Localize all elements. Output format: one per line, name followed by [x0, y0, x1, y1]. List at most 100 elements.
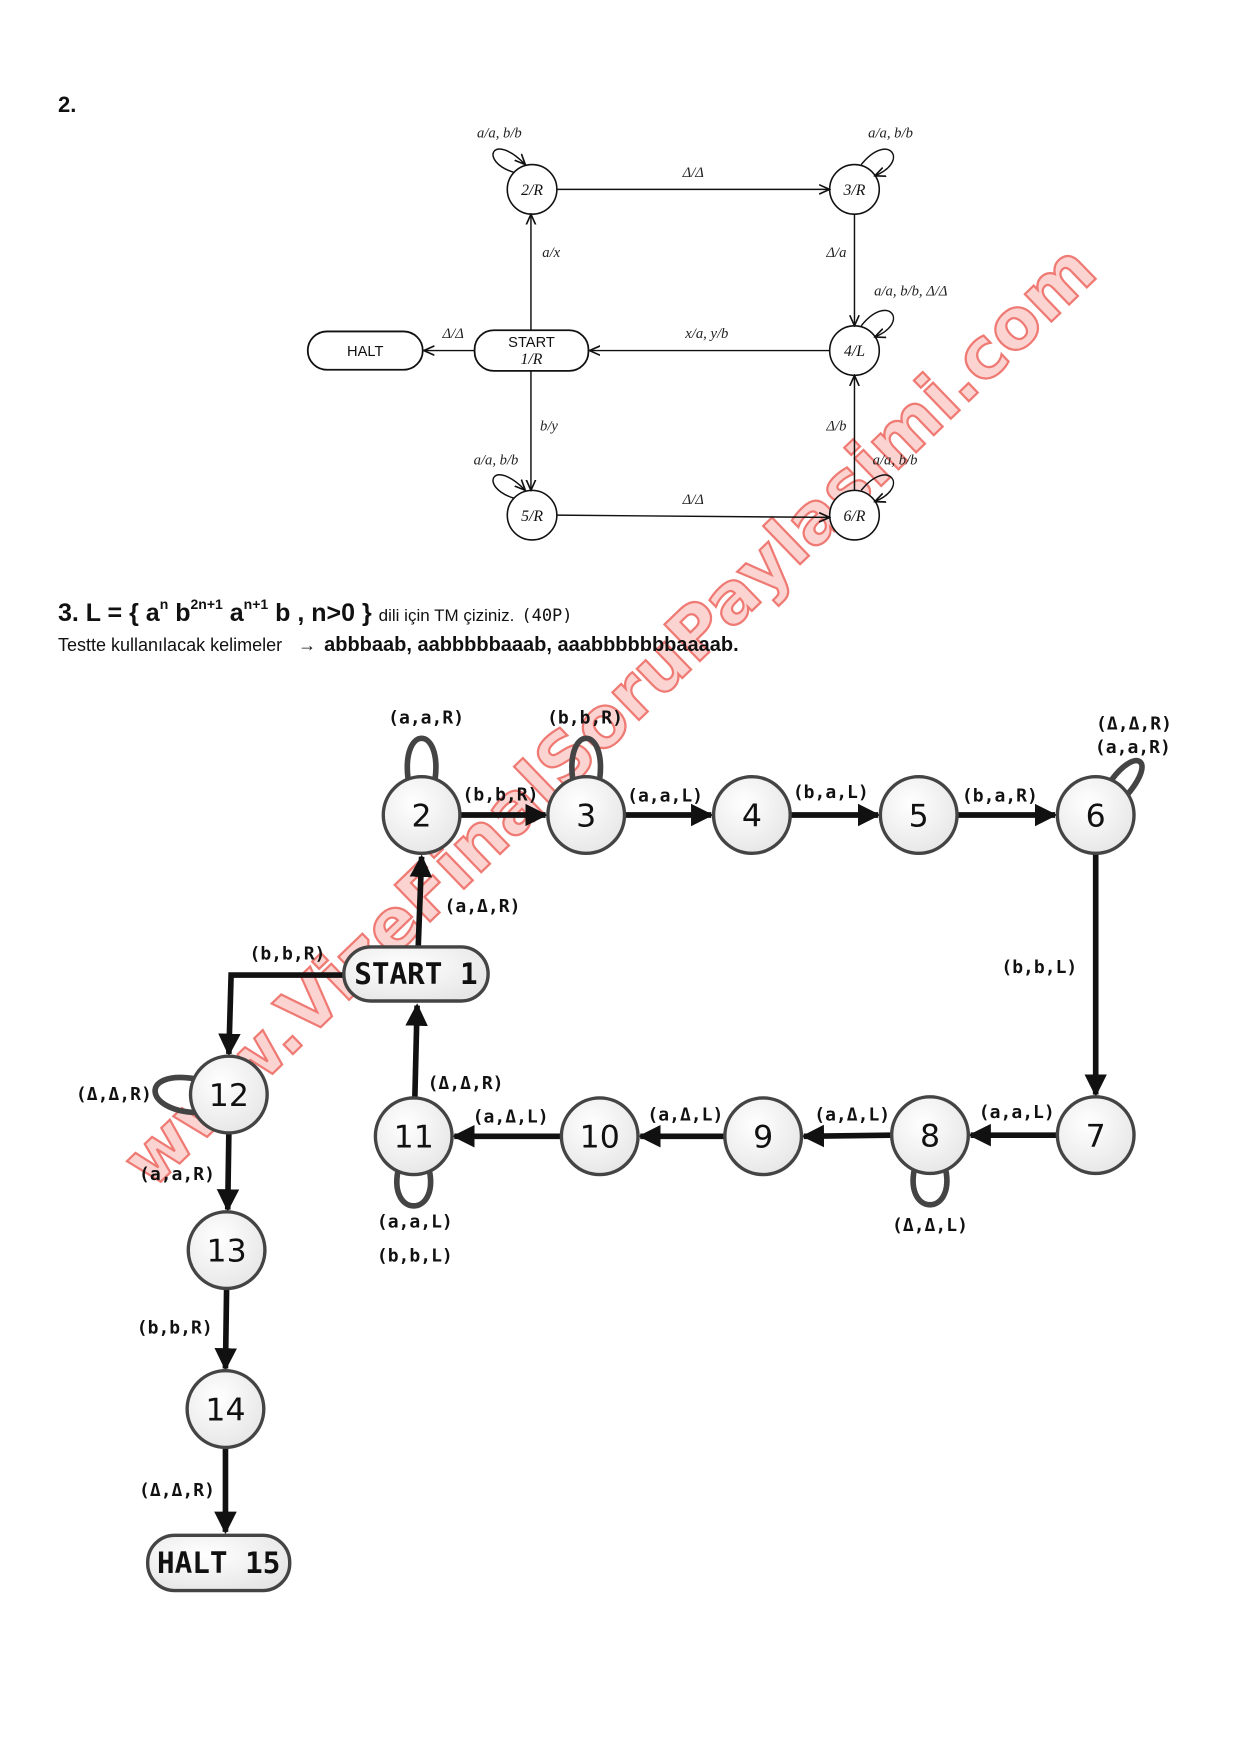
transition-label: (a,Δ,L): [473, 1107, 549, 1128]
transition-label: (a,a,R): [139, 1164, 215, 1185]
state-label: 6: [1086, 798, 1106, 834]
self-loop-b11: (a,a,L) (b,b,L): [377, 1170, 453, 1266]
q3-points: (40P): [521, 606, 573, 626]
state-label: START 1: [354, 957, 477, 991]
transition-start-s2: a/x: [531, 214, 561, 331]
state-s3: 3/R: [828, 163, 881, 215]
state-halt: HALT: [306, 330, 424, 371]
loop-arrow: [394, 1170, 434, 1209]
q3-b1: b: [175, 599, 191, 627]
state-circle: [1055, 774, 1136, 856]
transition-s3-s4: Δ/a: [825, 214, 854, 326]
transition-b11-start: (Δ,Δ,R): [405, 1003, 504, 1099]
self-loop-b6: (Δ,Δ,R) (a,a,R): [1095, 713, 1172, 797]
loop-arrow: [860, 309, 895, 337]
loop-arrow: [860, 474, 895, 502]
state-b4: 4: [711, 774, 792, 856]
state-b2: 2: [381, 774, 462, 856]
loop-label: (Δ,Δ,R): [1096, 713, 1172, 734]
self-loop-s6: a/a, b/b: [860, 452, 917, 502]
self-loop-b8: (Δ,Δ,L): [892, 1169, 968, 1236]
loop-label: (b,b,R): [547, 708, 623, 729]
loop-arrow: [910, 1169, 950, 1208]
transition-s6-s4: Δ/b: [825, 375, 854, 491]
transition-label: Δ/b: [825, 419, 846, 435]
transition-arrow: [409, 854, 433, 947]
state-circle: [1055, 1095, 1136, 1176]
transition-label: (a,a,L): [627, 785, 703, 806]
loop-label: a/a, b/b: [474, 452, 519, 468]
loop-arrow: [1109, 758, 1145, 797]
q3-exp3: n+1: [243, 596, 269, 612]
state-b12: 12: [188, 1054, 269, 1135]
state-halt: HALT 15: [145, 1533, 292, 1593]
self-loop-b3: (b,b,R): [547, 708, 623, 780]
q3-close: }: [361, 599, 372, 627]
transition-label: (b,a,L): [793, 782, 869, 803]
transition-label: (b,b,R): [463, 784, 539, 805]
transition-label: (Δ,Δ,R): [428, 1073, 504, 1094]
transition-s4-start: x/a, y/b: [590, 326, 830, 350]
transition-label: Δ/Δ: [442, 326, 464, 342]
transition-label: (a,Δ,R): [445, 896, 521, 917]
arrow-right-icon: →: [298, 635, 317, 655]
state-circle: [188, 1054, 269, 1135]
state-b7: 7: [1055, 1095, 1136, 1176]
state-label: 4: [742, 798, 762, 834]
transition-b7-b8: (a,a,L): [968, 1102, 1058, 1147]
state-label: START: [508, 335, 555, 351]
state-label: 3: [576, 798, 596, 834]
loop-label: a/a, b/b: [868, 126, 913, 142]
loop-label: (a,a,L): [377, 1212, 453, 1233]
state-label: HALT: [347, 344, 383, 360]
transition-arrow: [405, 1003, 428, 1099]
state-s6: 6/R: [828, 489, 881, 541]
state-label: 6/R: [844, 508, 866, 525]
state-circle: [878, 774, 959, 856]
transition-label: Δ/a: [825, 245, 846, 261]
state-b9: 9: [723, 1096, 804, 1177]
transition-arrow: [218, 972, 344, 1057]
transition-arrow: [216, 1132, 240, 1212]
q3-tail: b , n>0: [275, 599, 356, 627]
loop-arrow: [152, 1074, 198, 1116]
state-b13: 13: [186, 1210, 267, 1291]
transition-b4-b5: (b,a,L): [790, 782, 881, 827]
q3-instruction: dili için TM çiziniz.: [378, 606, 515, 625]
state-b5: 5: [878, 774, 959, 856]
transition-b13-b14: (b,b,R): [137, 1288, 238, 1371]
state-circle: [559, 1096, 640, 1177]
loop-arrow: [860, 148, 895, 176]
transition-arrow: [556, 515, 830, 517]
transition-arrow: [214, 1288, 238, 1371]
state-b11: 11: [373, 1096, 454, 1177]
state-b8: 8: [889, 1095, 971, 1176]
state-s2: 2/R: [506, 163, 558, 215]
transition-start-b2: (a,Δ,R): [409, 854, 521, 947]
state-b6: 6: [1055, 774, 1136, 856]
state-s4: 4/L: [828, 324, 881, 377]
state-label: HALT 15: [157, 1546, 280, 1580]
loop-label: a/a, b/b: [477, 126, 522, 142]
loop-label: a/a, b/b, Δ/Δ: [874, 283, 947, 299]
transition-b5-b6: (b,a,R): [957, 785, 1058, 827]
state-label: 5: [909, 798, 929, 834]
transition-b9-b10: (a,Δ,L): [638, 1104, 725, 1148]
state-b10: 10: [559, 1096, 640, 1177]
loop-arrow: [569, 735, 604, 780]
loop-label: (Δ,Δ,L): [892, 1215, 968, 1236]
question-3-title: 3. L = { an b2n+1 an+1 b , n>0 } dili iç…: [58, 596, 573, 628]
loop-arrow: [404, 735, 439, 780]
loop-label: (a,a,R): [1095, 737, 1171, 758]
q3-a2: a: [229, 599, 244, 627]
loop-label: (b,b,L): [377, 1245, 453, 1266]
state-label: 2: [412, 798, 432, 834]
state-circle: [711, 774, 792, 856]
q3-a1: a: [145, 599, 160, 627]
state-label: 10: [580, 1120, 620, 1156]
state-circle: [723, 1096, 804, 1177]
state-label: 3/R: [843, 182, 866, 199]
transition-start-b12: (b,b,R): [218, 943, 344, 1057]
state-label: 5/R: [521, 508, 543, 525]
